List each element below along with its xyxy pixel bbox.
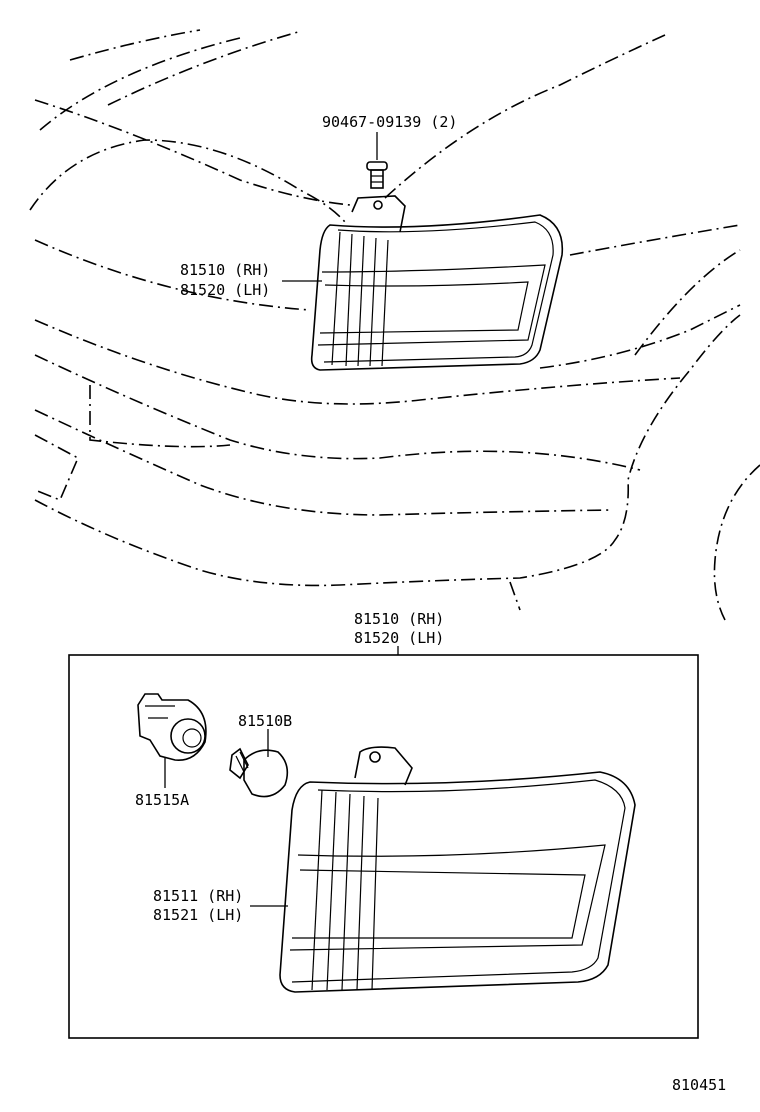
detail-lamp-assembly: [279, 746, 636, 993]
bolt-part-label: 90467-09139 (2): [322, 113, 457, 131]
detail-box: [68, 654, 699, 1039]
bulb-icon: [229, 747, 289, 798]
lens-rh-label: 81511 (RH): [153, 887, 243, 905]
box-assy-rh-label: 81510 (RH): [354, 610, 444, 628]
bulb-part-label: 81510B: [238, 712, 292, 730]
upper-lamp-assembly: [310, 161, 564, 371]
vehicle-body-outline: [29, 29, 760, 621]
box-assy-lh-label: 81520 (LH): [354, 629, 444, 647]
lamp-assy-lh-label: 81520 (LH): [180, 281, 270, 299]
leader-lines: [164, 132, 399, 907]
socket-icon: [137, 693, 207, 761]
socket-part-label: 81515A: [135, 791, 189, 809]
diagram-number-label: 810451: [672, 1076, 726, 1094]
lens-lh-label: 81521 (LH): [153, 906, 243, 924]
lamp-assy-rh-label: 81510 (RH): [180, 261, 270, 279]
